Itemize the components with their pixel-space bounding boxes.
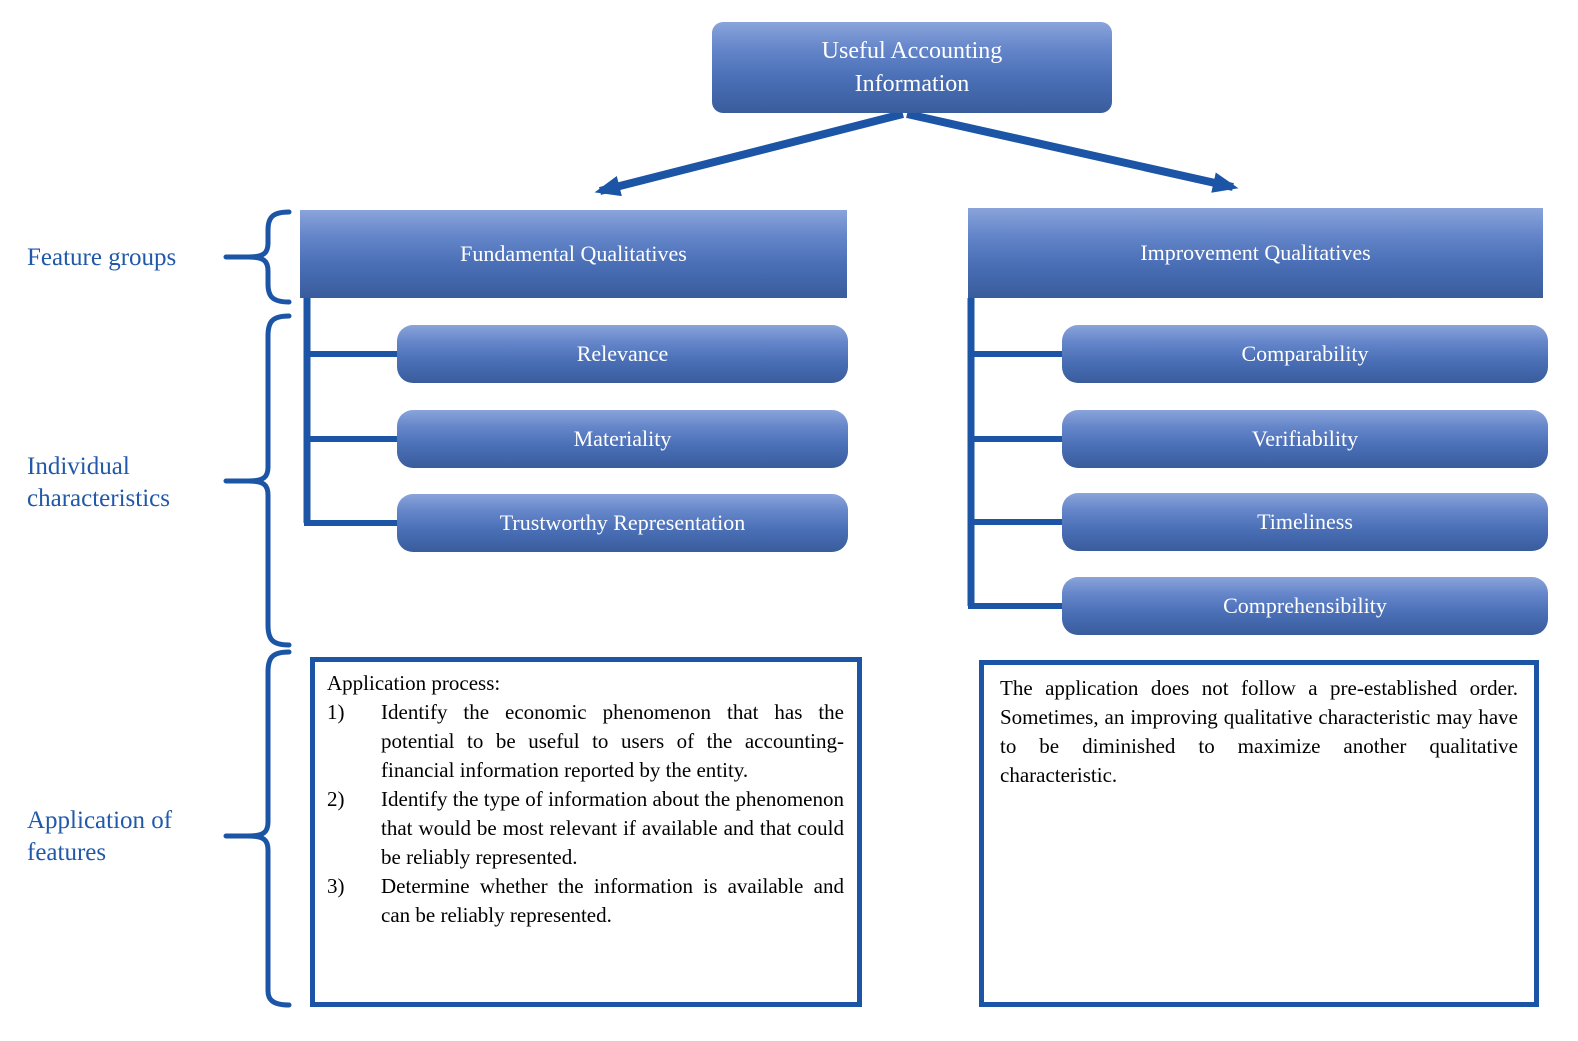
row-label-application-of-features: Application of features <box>27 807 173 866</box>
node-materiality-label: Materiality <box>573 426 672 451</box>
application-step-2-number: 2) <box>327 786 345 811</box>
root-node: Useful Accounting Information <box>712 22 1112 113</box>
application-step-1-number: 1) <box>327 699 345 724</box>
node-trustworthy-representation-label: Trustworthy Representation <box>499 510 746 535</box>
application-process-intro: Application process: <box>327 671 501 695</box>
row-label-individual-characteristics: Individual characteristics <box>27 453 170 512</box>
arrow-to-improvement <box>906 110 1239 193</box>
node-relevance-label: Relevance <box>576 341 669 366</box>
node-comparability: Comparability <box>1062 325 1548 383</box>
node-timeliness: Timeliness <box>1062 493 1548 551</box>
node-comprehensibility-label: Comprehensibility <box>1223 593 1387 618</box>
application-process-box: Application process: 1) Identify the eco… <box>310 657 862 1007</box>
application-step-2: 2) Identify the type of information abou… <box>327 785 844 872</box>
node-improvement-qualitatives-label: Improvement Qualitatives <box>1140 240 1371 265</box>
brace-application-of-features <box>223 649 292 1008</box>
arrow-to-fundamental <box>594 110 904 197</box>
application-note-box: The application does not follow a pre-es… <box>979 660 1539 1007</box>
node-verifiability-label: Verifiability <box>1251 426 1359 451</box>
node-improvement-qualitatives: Improvement Qualitatives <box>968 208 1543 298</box>
root-node-label: Useful Accounting Information <box>821 38 1003 97</box>
application-step-3-text: Determine whether the information is ava… <box>381 873 844 927</box>
application-step-2-text: Identify the type of information about t… <box>381 786 844 869</box>
brace-individual-characteristics <box>223 313 292 648</box>
node-relevance: Relevance <box>397 325 848 383</box>
application-step-3: 3) Determine whether the information is … <box>327 872 844 930</box>
application-step-1-text: Identify the economic phenomenon that ha… <box>381 699 844 782</box>
application-step-1: 1) Identify the economic phenomenon that… <box>327 698 844 785</box>
node-comprehensibility: Comprehensibility <box>1062 577 1548 635</box>
application-note-text: The application does not follow a pre-es… <box>1000 676 1518 787</box>
node-timeliness-label: Timeliness <box>1257 509 1353 534</box>
application-step-3-number: 3) <box>327 873 345 898</box>
node-comparability-label: Comparability <box>1241 341 1369 366</box>
node-fundamental-qualitatives: Fundamental Qualitatives <box>300 210 847 298</box>
row-label-feature-groups: Feature groups <box>27 244 177 271</box>
node-trustworthy-representation: Trustworthy Representation <box>397 494 848 552</box>
node-verifiability: Verifiability <box>1062 410 1548 468</box>
node-fundamental-qualitatives-label: Fundamental Qualitatives <box>460 241 687 266</box>
node-materiality: Materiality <box>397 410 848 468</box>
